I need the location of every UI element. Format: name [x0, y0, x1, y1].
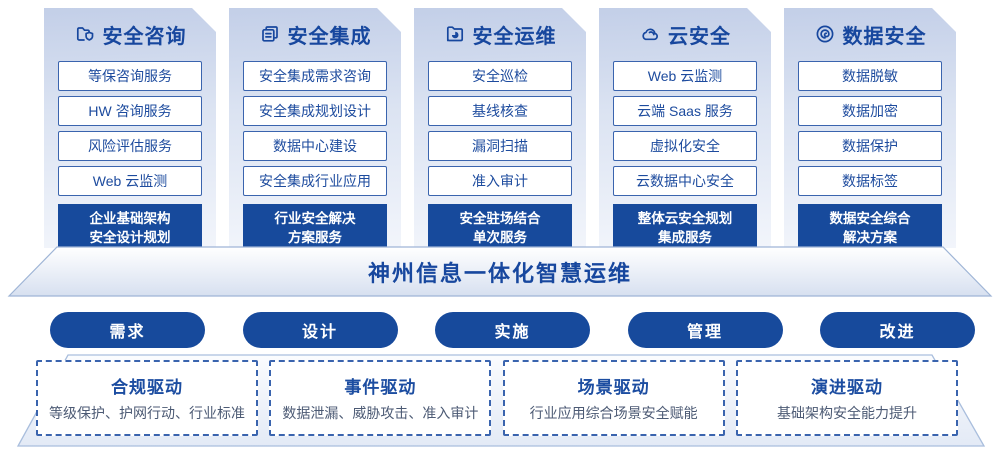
banner-title: 神州信息一体化智慧运维 [367, 261, 632, 286]
panel-title: 安全咨询 [102, 25, 187, 48]
panel-title: 安全集成 [287, 25, 372, 48]
panel-header: 安全运维 [418, 21, 582, 47]
footer-line: 整体云安全规划 [637, 211, 733, 226]
service-item: HW 咨询服务 [58, 96, 202, 126]
service-item: 等保咨询服务 [58, 61, 202, 91]
driver-scenario: 场景驱动 行业应用综合场景安全赋能 [502, 360, 725, 436]
panel-security-consulting: 安全咨询 等保咨询服务 HW 咨询服务 风险评估服务 Web 云监测 企业基础架… [44, 8, 216, 248]
driver-desc: 等级保护、护网行动、行业标准 [49, 405, 245, 421]
cloud-icon [639, 23, 661, 45]
pill-design: 设计 [242, 312, 398, 348]
panel-title: 云安全 [668, 25, 731, 48]
panel-header: 数据安全 [788, 21, 952, 47]
footer-line: 集成服务 [658, 230, 712, 246]
driver-title: 场景驱动 [577, 378, 650, 397]
service-item: Web 云监测 [613, 61, 757, 91]
service-item: 漏洞扫描 [428, 131, 572, 161]
footer-line: 单次服务 [473, 230, 527, 246]
panel-header: 安全咨询 [48, 21, 212, 47]
service-item: 安全集成行业应用 [243, 166, 387, 196]
process-pills: 需求 设计 实施 管理 改进 [50, 312, 975, 348]
footer-line: 解决方案 [843, 230, 897, 246]
copy-documents-icon [259, 23, 281, 45]
panel-footer: 数据安全综合 解决方案 [798, 204, 942, 252]
panel-header: 安全集成 [233, 21, 397, 47]
panel-data-security: 数据安全 数据脱敏 数据加密 数据保护 数据标签 数据安全综合 解决方案 [784, 8, 956, 248]
service-item: 基线核查 [428, 96, 572, 126]
service-item: 数据保护 [798, 131, 942, 161]
service-item: 虚拟化安全 [613, 131, 757, 161]
driver-title: 演进驱动 [810, 378, 883, 397]
pill-improvement: 改进 [820, 312, 975, 348]
folder-pie-icon [444, 23, 466, 45]
driver-desc: 行业应用综合场景安全赋能 [529, 405, 698, 421]
service-columns: 安全咨询 等保咨询服务 HW 咨询服务 风险评估服务 Web 云监测 企业基础架… [44, 8, 956, 248]
panel-footer: 安全驻场结合 单次服务 [428, 204, 572, 252]
driver-title: 合规驱动 [111, 378, 183, 397]
driver-desc: 数据泄漏、威胁攻击、准入审计 [282, 405, 479, 421]
driver-evolution: 演进驱动 基础架构安全能力提升 [735, 360, 958, 436]
pill-implementation: 实施 [435, 312, 590, 348]
panel-security-operations: 安全运维 安全巡检 基线核查 漏洞扫描 准入审计 安全驻场结合 单次服务 [414, 8, 586, 248]
panel-footer: 整体云安全规划 集成服务 [613, 204, 757, 252]
panel-cloud-security: 云安全 Web 云监测 云端 Saas 服务 虚拟化安全 云数据中心安全 整体云… [599, 8, 771, 248]
panel-title: 数据安全 [842, 25, 927, 48]
service-item: Web 云监测 [58, 166, 202, 196]
footer-line: 安全驻场结合 [459, 211, 541, 226]
driver-compliance: 合规驱动 等级保护、护网行动、行业标准 [36, 360, 258, 436]
driver-boxes: 合规驱动 等级保护、护网行动、行业标准 事件驱动 数据泄漏、威胁攻击、准入审计 … [36, 360, 958, 436]
service-item: 准入审计 [428, 166, 572, 196]
panel-header: 云安全 [603, 21, 767, 47]
footer-line: 行业安全解决 [274, 211, 356, 226]
spiral-circle-icon [814, 23, 836, 45]
footer-line: 数据安全综合 [829, 211, 911, 226]
folder-shield-icon [74, 23, 96, 45]
service-item: 安全集成规划设计 [243, 96, 387, 126]
service-item: 数据加密 [798, 96, 942, 126]
service-item: 安全集成需求咨询 [243, 61, 387, 91]
driver-title: 事件驱动 [344, 378, 417, 397]
service-item: 云端 Saas 服务 [613, 96, 757, 126]
panel-footer: 企业基础架构 安全设计规划 [58, 204, 202, 252]
driver-desc: 基础架构安全能力提升 [776, 405, 917, 421]
service-item: 数据标签 [798, 166, 942, 196]
service-item: 风险评估服务 [58, 131, 202, 161]
panel-title: 安全运维 [472, 25, 557, 48]
service-item: 数据脱敏 [798, 61, 942, 91]
panel-footer: 行业安全解决 方案服务 [243, 204, 387, 252]
footer-line: 安全设计规划 [89, 230, 171, 246]
service-item: 安全巡检 [428, 61, 572, 91]
service-item: 云数据中心安全 [613, 166, 757, 196]
banner-trapezoid [7, 246, 993, 297]
driver-event: 事件驱动 数据泄漏、威胁攻击、准入审计 [269, 360, 492, 436]
footer-line: 方案服务 [288, 230, 342, 246]
pill-management: 管理 [627, 312, 783, 348]
service-item: 数据中心建设 [243, 131, 387, 161]
footer-line: 企业基础架构 [89, 211, 171, 226]
pill-requirement: 需求 [50, 312, 205, 348]
panel-security-integration: 安全集成 安全集成需求咨询 安全集成规划设计 数据中心建设 安全集成行业应用 行… [229, 8, 401, 248]
